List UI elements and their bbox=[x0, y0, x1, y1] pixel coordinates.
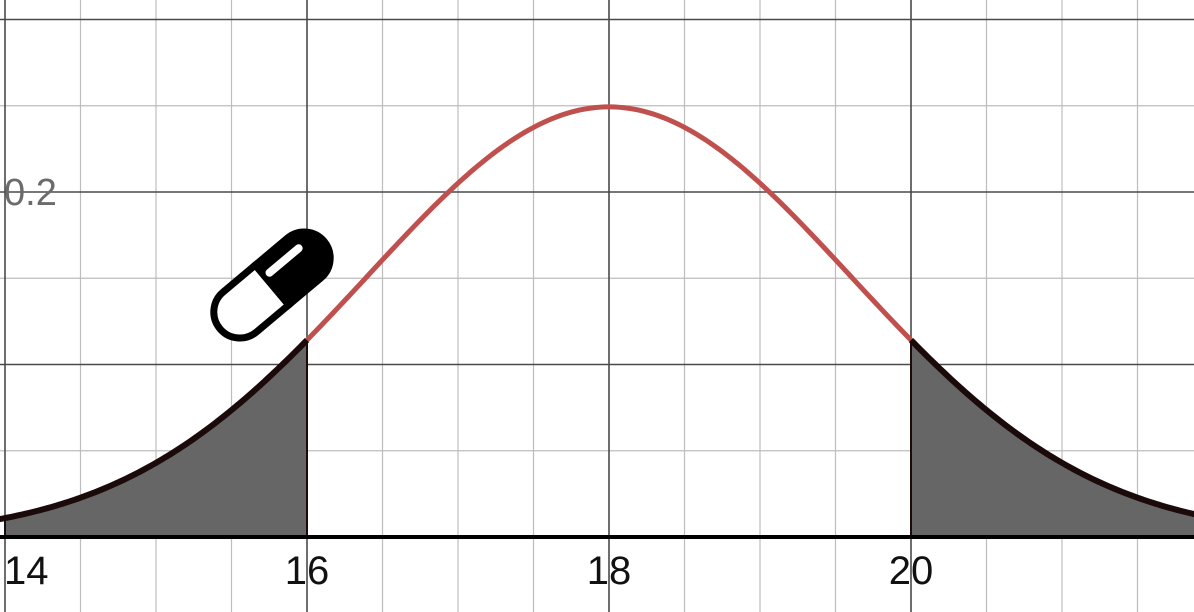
curve-center bbox=[305, 104, 913, 342]
curve-left-tail bbox=[0, 337, 310, 523]
curve-right-tail bbox=[908, 337, 1194, 518]
density-curve bbox=[0, 104, 1194, 523]
x-tick-labels: 14 16 18 20 bbox=[4, 549, 933, 593]
shaded-right-tail bbox=[910, 337, 1194, 538]
x-tick-label: 14 bbox=[4, 549, 49, 593]
shaded-tail-regions bbox=[4, 337, 1194, 538]
y-tick-labels: 0.2 bbox=[4, 172, 57, 214]
y-tick-label: 0.2 bbox=[4, 172, 57, 214]
x-tick-label: 20 bbox=[889, 549, 934, 593]
x-tick-label: 16 bbox=[285, 549, 330, 593]
capsule-pill-icon bbox=[210, 228, 334, 342]
x-tick-label: 18 bbox=[587, 549, 632, 593]
